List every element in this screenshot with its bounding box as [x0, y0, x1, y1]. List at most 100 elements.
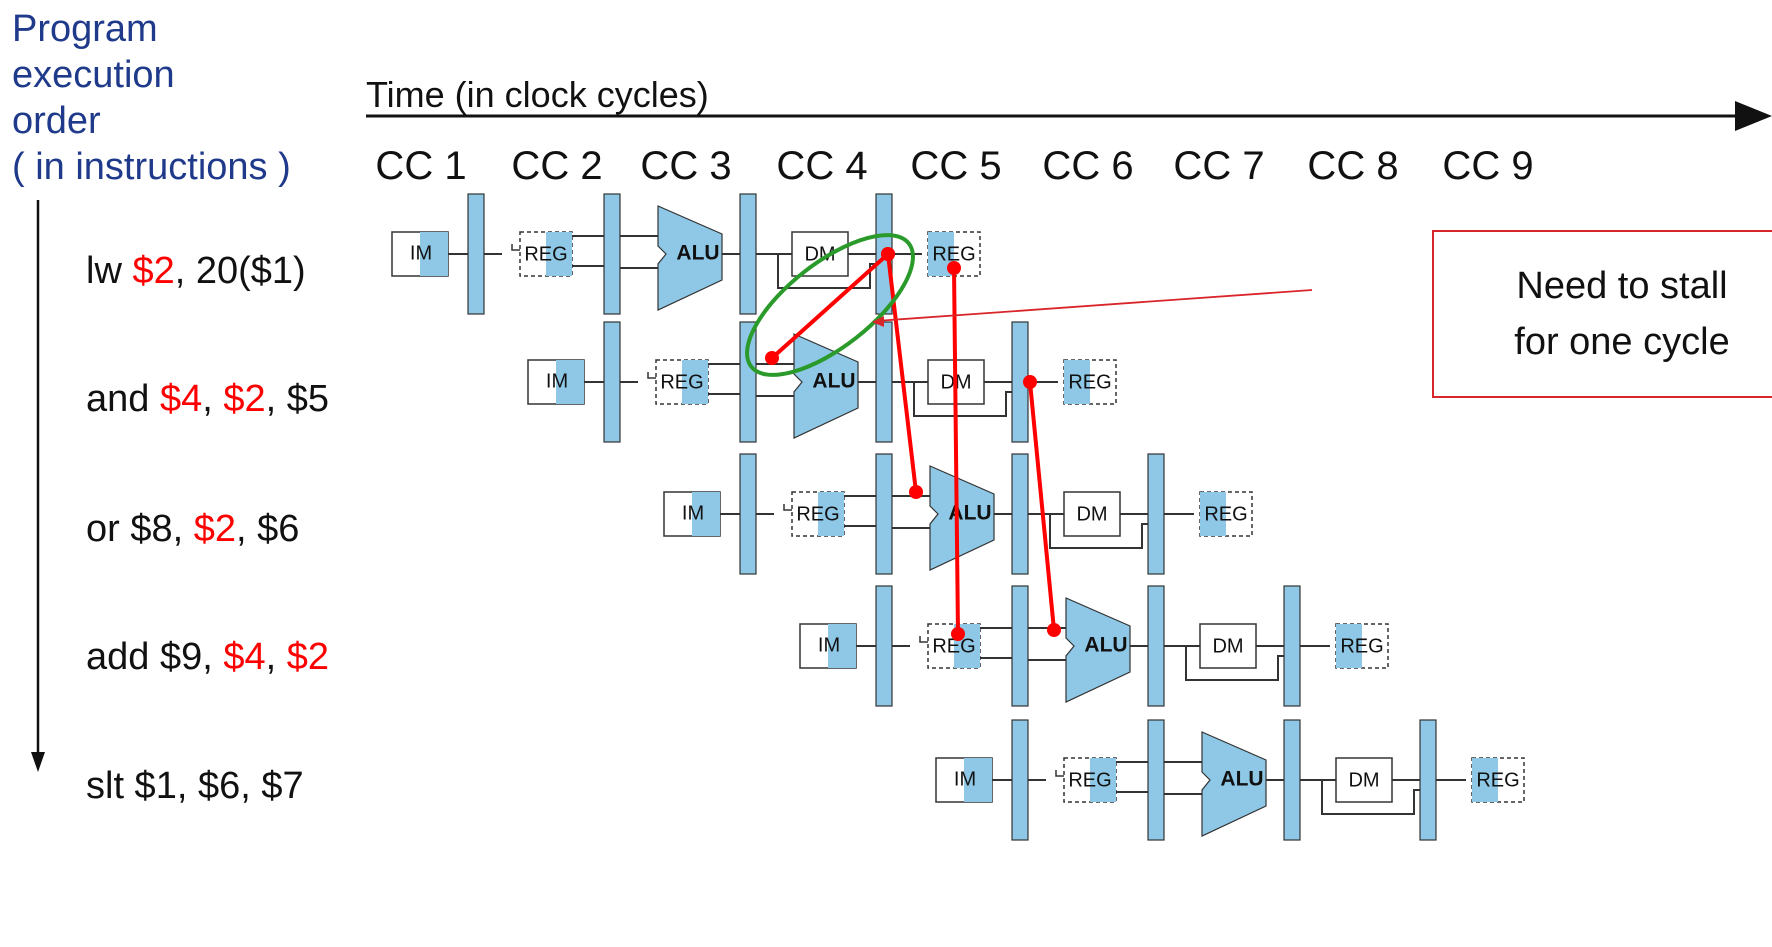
instruction-text: add $9, [86, 636, 224, 678]
clock-cycle-label: CC 1 [375, 144, 467, 188]
register-highlight: $4 [223, 636, 266, 678]
alu-shape [793, 333, 859, 439]
stage-fill [1200, 492, 1226, 536]
pipelines: IMREGALUDMREGIMREGALUDMREGIMREGALUDMREGI… [391, 193, 1525, 841]
time-axis-label: Time (in clock cycles) [366, 74, 709, 115]
instruction-line: and $4, $2, $5 [86, 378, 329, 421]
forwarding-line [1028, 381, 1056, 631]
instruction-memory-label: IM [818, 634, 840, 656]
order-label-line: execution [12, 54, 175, 96]
alu-label: ALU [812, 370, 855, 393]
writeback-register-label: REG [1340, 635, 1383, 657]
wire [511, 244, 520, 251]
writeback-register-label: REG [932, 243, 975, 265]
alu-label: ALU [948, 502, 991, 525]
stage-fill [692, 492, 720, 536]
pipeline-register [1283, 719, 1301, 841]
stall-highlight-ellipse [745, 233, 915, 377]
forwarding-line [952, 267, 960, 635]
instruction-text: , [265, 636, 287, 678]
pipeline-register [603, 321, 621, 443]
forwarding-line [886, 253, 918, 493]
forwarding-point [1047, 623, 1061, 637]
stall-callout: Need to stall for one cycle [1432, 230, 1772, 398]
instruction-text: , 20($1) [174, 250, 306, 292]
alu-shape [929, 465, 995, 571]
pipeline-register [1147, 453, 1165, 575]
writeback-register-label: REG [1068, 371, 1111, 393]
order-label-line: Program [12, 8, 158, 50]
register-file-label: REG [660, 371, 703, 393]
pipeline-register [1011, 453, 1029, 575]
callout-line: Need to stall [1516, 265, 1728, 307]
register-highlight: $2 [132, 250, 175, 292]
stage-fill [964, 758, 992, 802]
forwarding-point [947, 261, 961, 275]
wire [1321, 780, 1420, 815]
callout-pointer-head [872, 316, 884, 327]
instruction-text: lw [86, 250, 133, 292]
instruction-memory-label: IM [546, 370, 568, 392]
pipeline-register [875, 453, 893, 575]
instruction-text: and [86, 378, 160, 420]
register-file-label: REG [524, 243, 567, 265]
forwarding-point [951, 627, 965, 641]
pipeline-register [875, 321, 893, 443]
data-memory-label: DM [1076, 503, 1107, 525]
wire [783, 504, 792, 511]
register-highlight: $2 [223, 378, 266, 420]
forwarding-point [881, 247, 895, 261]
clock-cycle-label: CC 3 [640, 144, 732, 188]
alu-label: ALU [1220, 768, 1263, 791]
instruction-text: slt $1, $6, $7 [86, 765, 304, 807]
pipeline-register [875, 585, 893, 707]
stage-fill [682, 360, 708, 404]
callout-pointer [875, 289, 1313, 322]
stage-fill [1090, 758, 1116, 802]
data-memory-box [1063, 491, 1121, 537]
data-memory-label: DM [804, 243, 835, 265]
clock-cycle-label: CC 8 [1307, 144, 1399, 188]
stage-fill [818, 492, 844, 536]
register-highlight: $2 [193, 508, 237, 550]
writeback-register-label: REG [1476, 769, 1519, 791]
data-memory-box [1199, 623, 1257, 669]
pipeline-register [467, 193, 485, 315]
alu-shape [1201, 731, 1267, 837]
instruction-line: or $8, $2, $6 [86, 508, 299, 551]
stage-fill [420, 232, 448, 276]
stage-fill [828, 624, 856, 668]
stage-fill [556, 360, 584, 404]
wire [1185, 646, 1284, 681]
register-file-label: REG [932, 635, 975, 657]
pipeline-row: IM REG ALU DM REG [391, 193, 981, 315]
pipeline-register [1283, 585, 1301, 707]
instruction-text: , $6 [236, 508, 300, 550]
register-highlight: $4 [159, 378, 203, 420]
data-memory-box [1335, 757, 1393, 803]
alu-shape [657, 205, 723, 311]
instruction-memory-label: IM [410, 242, 432, 264]
order-label-line: order [12, 100, 101, 142]
stage-fill [1472, 758, 1498, 802]
instruction-line: add $9, $4, $2 [86, 636, 329, 679]
pipeline-register [739, 193, 757, 315]
alu-label: ALU [676, 242, 719, 265]
wire [647, 372, 656, 379]
forwarding-paths [745, 233, 1313, 641]
register-highlight: $2 [286, 636, 330, 678]
clock-cycle-label: CC 7 [1173, 144, 1265, 188]
forwarding-line [770, 252, 890, 360]
wire [1049, 514, 1148, 549]
forwarding-point [1023, 375, 1037, 389]
register-file-label: REG [1068, 769, 1111, 791]
callout-line: for one cycle [1514, 321, 1730, 363]
wire [1055, 770, 1064, 777]
stage-fill [546, 232, 572, 276]
clock-cycle-label: CC 9 [1442, 144, 1534, 188]
program-order-label: Program execution order ( in instruction… [12, 6, 372, 190]
